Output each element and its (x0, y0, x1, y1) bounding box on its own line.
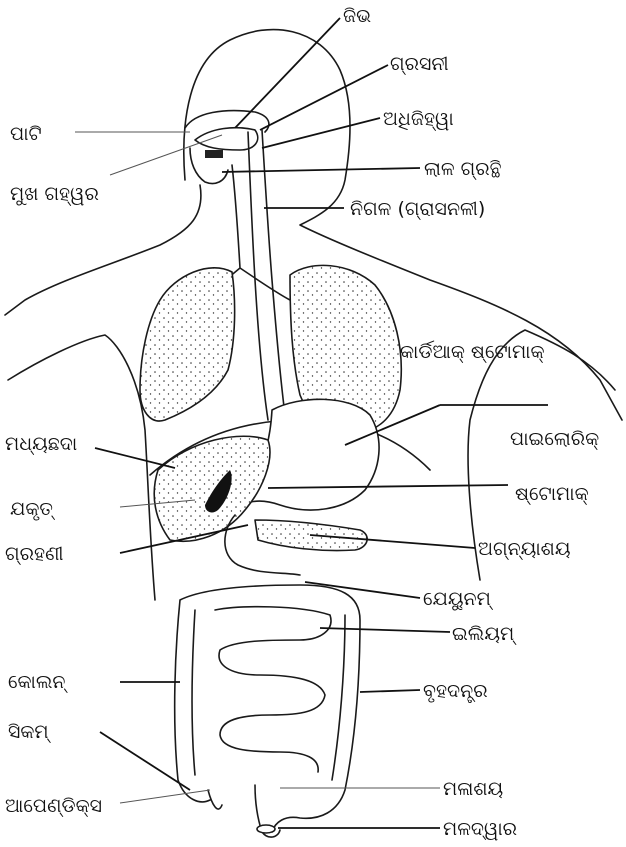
leader-jejunum (305, 582, 420, 598)
label-pyloric-2: ଷ୍ଟୋମାକ୍ (515, 483, 589, 505)
esophagus-shape-right (262, 130, 285, 415)
label-colon: କୋଲନ୍ (8, 671, 68, 693)
label-ileum: ଇଲିୟମ୍ (452, 623, 517, 645)
label-mouth-cavity: ମୁଖ ଗହ୍ୱର (10, 183, 99, 206)
label-epiglottis: ଅଧିଜିହ୍ୱା (383, 108, 454, 131)
label-rectum: ମଳାଶୟ (443, 778, 503, 800)
label-duodenum: ଗ୍ରହଣୀ (5, 543, 64, 565)
leader-large-intestine (360, 690, 420, 692)
label-pharynx: ଗ୍ରସନୀ (390, 53, 449, 75)
leader-diaphragm (95, 448, 175, 468)
leader-epiglottis (262, 118, 380, 148)
small-intestine-coils (215, 607, 331, 772)
anus-shape (257, 825, 275, 833)
salivary-gland-shape (205, 150, 223, 158)
label-caecum: ସିକମ୍ (8, 721, 51, 743)
left-lung (140, 268, 235, 421)
leader-salivary (222, 168, 420, 172)
label-anus: ମଳଦ୍ୱାର (443, 818, 517, 840)
label-salivary-gland: ଲାଳ ଗ୍ରନ୍ଥି (424, 158, 502, 180)
label-large-intestine: ବୃହଦନ୍ତ୍ର (423, 680, 488, 703)
label-liver: ଯକୃତ୍ (10, 498, 56, 521)
leader-ileum (320, 628, 450, 632)
colon-shape (175, 585, 360, 832)
label-pancreas: ଅଗ୍ନ୍ୟାଶୟ (478, 538, 571, 560)
label-diaphragm: ମଧ୍ୟଛଦା (5, 433, 77, 455)
label-tongue: ଜିଭ (343, 5, 371, 27)
label-pyloric-1: ପାଇଲୋରିକ୍ (510, 428, 599, 450)
leader-tongue (235, 18, 340, 128)
label-jejunum: ଯେୟୁନମ୍ (423, 588, 493, 610)
label-palate: ପାଟି (10, 123, 42, 145)
label-esophagus: ନିଗଳ (ଗ୍ରାସନଳୀ) (350, 198, 485, 220)
label-appendix: ଆପେଣ୍ଡିକ୍ସ (5, 795, 102, 817)
label-cardiac-stomach: କାର୍ଡିଆକ୍ ଷ୍ଟୋମାକ୍ (400, 341, 545, 363)
liver-shape (154, 436, 270, 541)
